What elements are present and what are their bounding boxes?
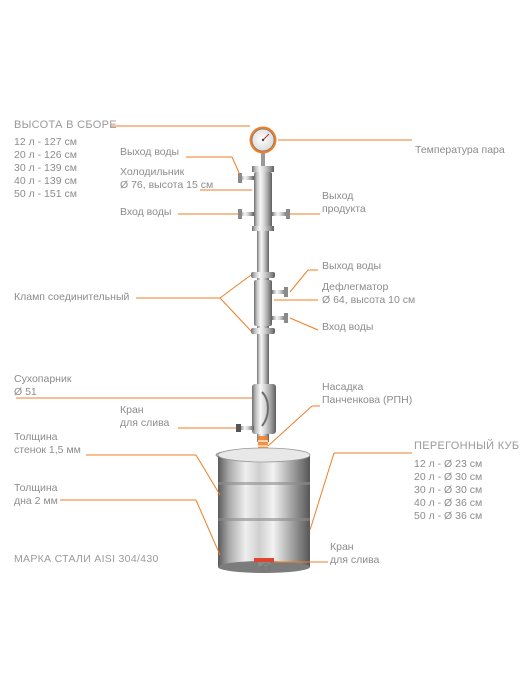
list-item: 40 л - Ø 36 см: [414, 497, 483, 509]
thermometer-gauge: [249, 126, 277, 168]
dephlegmator-body: [254, 280, 288, 326]
label-drain-valve-lower-1: Кран: [330, 541, 354, 553]
label-product-outlet-2: продукта: [322, 203, 366, 215]
label-dry-steamer-2: Ø 51: [14, 386, 37, 398]
list-item: 20 л - 126 см: [14, 149, 77, 161]
label-drain-valve-upper-2: для слива: [120, 417, 170, 429]
label-bottom-thickness-1: Толщина: [14, 482, 58, 494]
label-wall-thickness-1: Толщина: [14, 431, 58, 443]
label-dephlegmator-1: Дефлегматор: [322, 281, 389, 293]
clamp-1: [251, 272, 275, 278]
label-water-in-top: Вход воды: [120, 206, 172, 218]
assembly-height-list: 12 л - 127 см 20 л - 126 см 30 л - 139 с…: [14, 136, 77, 201]
label-wall-thickness-2: стенок 1,5 мм: [14, 444, 81, 456]
leader-lines: [16, 125, 412, 563]
dry-steamer-body: [236, 384, 276, 434]
label-clamp: Кламп соединительный: [14, 291, 130, 303]
label-panchenkov-2: Панченкова (РПН): [322, 394, 413, 406]
label-dephlegmator-2: Ø 64, высота 10 см: [322, 294, 416, 306]
list-item: 12 л - 127 см: [14, 136, 77, 148]
distillation-cube-list: 12 л - Ø 23 см 20 л - Ø 30 см 30 л - Ø 3…: [414, 458, 482, 523]
label-dry-steamer-1: Сухопарник: [14, 373, 72, 385]
label-drain-valve-lower-2: для слива: [330, 554, 380, 566]
label-panchenkov-1: Насадка: [322, 381, 364, 393]
list-item: 30 л - 139 см: [14, 162, 77, 174]
list-item: 50 л - 151 см: [14, 188, 77, 200]
label-steel-grade: МАРКА СТАЛИ AISI 304/430: [14, 553, 159, 565]
label-water-out-top: Выход воды: [120, 146, 180, 158]
clamp-2: [251, 328, 275, 334]
list-item: 20 л - Ø 30 см: [414, 471, 483, 483]
label-cooler-title: Холодильник: [120, 166, 185, 178]
list-item: 50 л - Ø 36 см: [414, 510, 483, 522]
label-water-in-mid: Вход воды: [322, 321, 374, 333]
label-product-outlet-1: Выход: [322, 190, 354, 202]
list-item: 12 л - Ø 23 см: [414, 458, 483, 470]
label-drain-valve-upper-1: Кран: [120, 404, 144, 416]
distillation-cube: [217, 447, 311, 573]
cooler-body: [238, 166, 290, 231]
list-item: 30 л - Ø 30 см: [414, 484, 483, 496]
label-bottom-thickness-2: дна 2 мм: [14, 495, 58, 507]
distillation-cube-title: ПЕРЕГОННЫЙ КУБ: [414, 440, 520, 452]
assembly-height-title: ВЫСОТА В СБОРЕ: [14, 119, 117, 131]
panchenkov-nozzle: [258, 436, 268, 452]
list-item: 40 л - 139 см: [14, 175, 77, 187]
label-steam-temperature: Температура пара: [415, 144, 505, 156]
label-cooler-dims: Ø 76, высота 15 см: [120, 179, 214, 191]
label-water-out-mid: Выход воды: [322, 260, 382, 272]
